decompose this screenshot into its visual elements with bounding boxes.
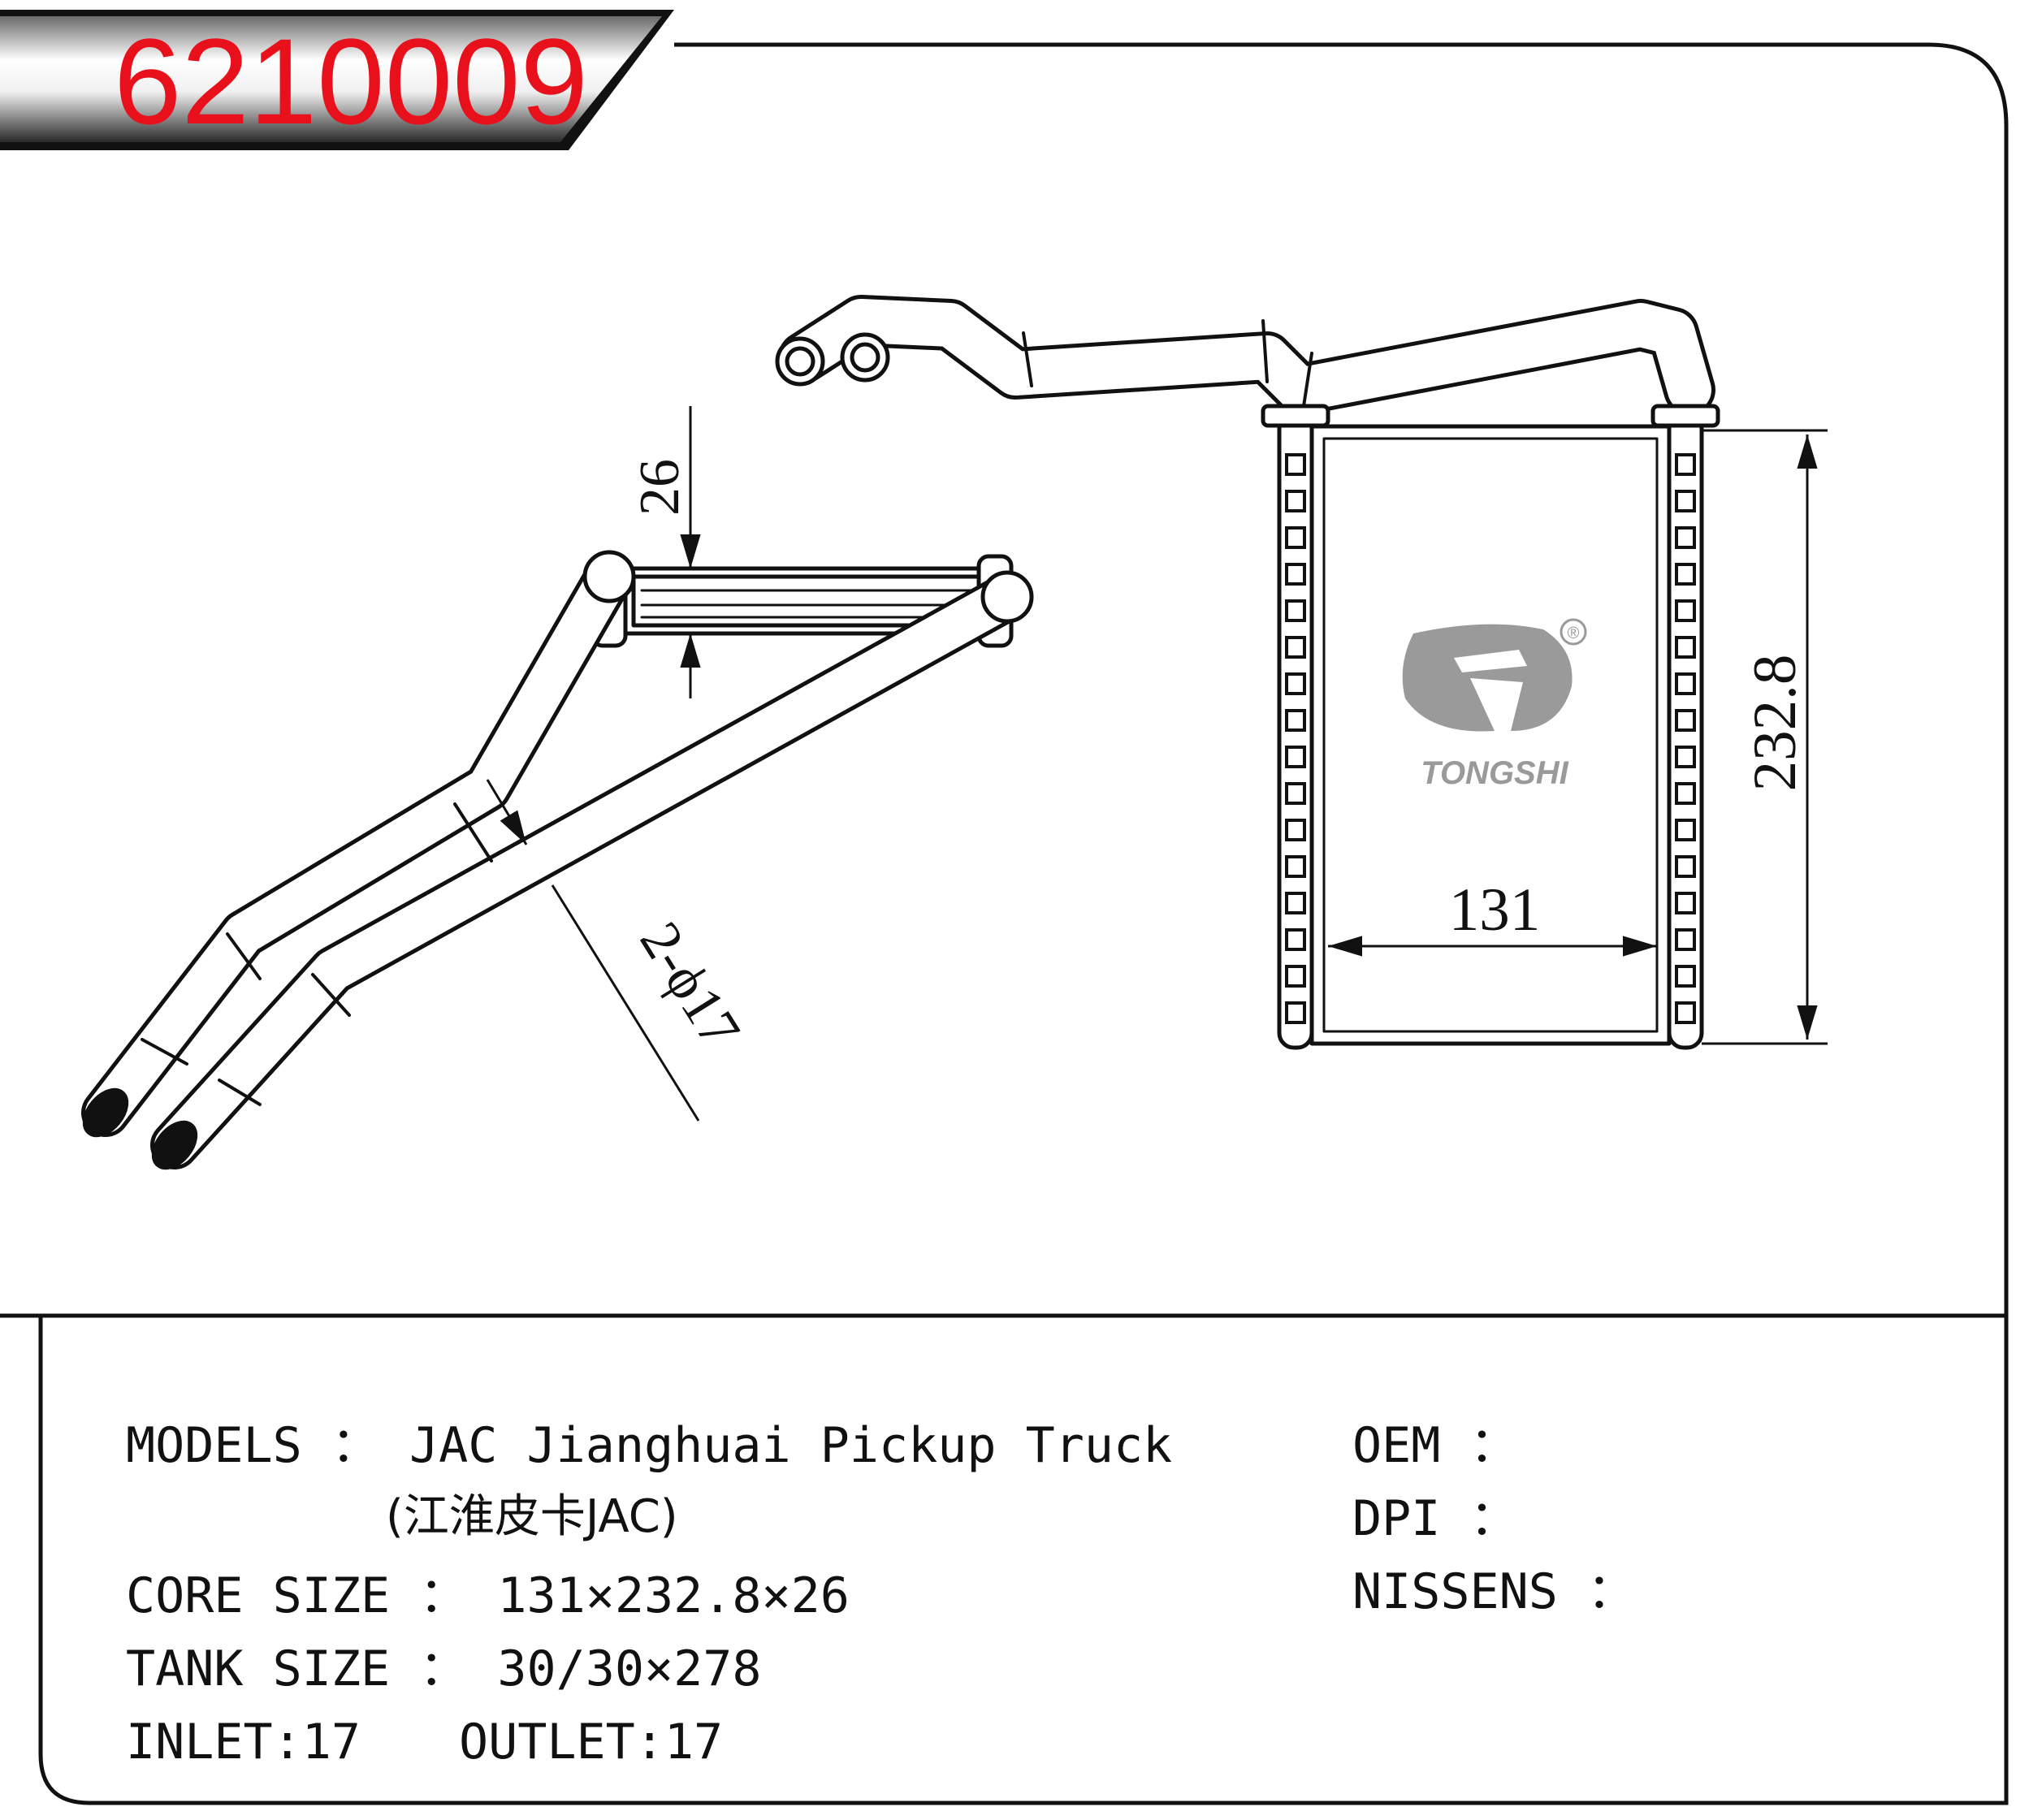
tank-slot [1285,453,1306,476]
brand-name: TONGSHI [1421,755,1568,791]
dimension-thickness-label: 26 [629,459,691,516]
tank-slot [1285,892,1306,914]
dimension-width-label: 131 [1449,876,1541,944]
tank-slot [1675,746,1696,768]
tank-slot [1285,526,1306,549]
tank-slot [1675,526,1696,549]
tank-slot [1285,672,1306,695]
tank-slot [1675,892,1696,914]
dimension-pipe-leader [486,779,700,1122]
tank-slot [1675,636,1696,659]
spec-tank-size: TANK SIZE ： 30/30×278 [126,1641,762,1697]
tank-slot [1285,819,1306,841]
tank-slot [1285,1001,1306,1024]
tank-slot [1285,636,1306,659]
front-view-drawing [775,295,1720,1050]
tank-slot [1285,965,1306,988]
tank-slot [1285,782,1306,805]
spec-outlet: OUTLET:17 [459,1714,724,1770]
tank-slot [1675,709,1696,732]
tank-slot [1675,563,1696,586]
part-number: 6210009 [114,13,588,149]
tank-slot [1675,819,1696,841]
tank-slot [1285,928,1306,951]
tank-slots [1285,453,1696,1024]
tank-slot [1285,709,1306,732]
side-view-drawing [81,550,1034,1170]
part-number-banner: 6210009 [0,10,674,150]
registered-mark: ® [1568,625,1580,642]
tank-slot [1675,782,1696,805]
tank-slot [1285,599,1306,622]
spec-models: MODELS ： JAC Jianghuai Pickup Truck [126,1417,1173,1474]
spec-dpi: DPI ： [1352,1490,1519,1547]
dimension-height [1702,429,1828,1045]
tank-slot [1675,855,1696,878]
spec-oem: OEM ： [1352,1417,1519,1474]
frame-border [38,42,2009,1805]
tank-slot [1675,1001,1696,1024]
tank-slot [1675,928,1696,951]
tank-slot [1675,965,1696,988]
tank-slot [1675,453,1696,476]
tank-slot [1675,672,1696,695]
brand-logo: ® TONGSHI [1402,618,1587,791]
spec-inlet: INLET:17 [126,1714,361,1770]
tank-slot [1675,599,1696,622]
tank-slot [1285,490,1306,512]
spec-models-cn: (江淮皮卡JAC) [386,1490,678,1543]
dimension-height-label: 232.8 [1741,655,1809,792]
tank-slot [1675,490,1696,512]
tank-slot [1285,563,1306,586]
spec-core-size: CORE SIZE ： 131×232.8×26 [126,1567,850,1624]
spec-nissens: NISSENS ： [1352,1563,1636,1620]
tank-slot [1285,855,1306,878]
tank-slot [1285,746,1306,768]
